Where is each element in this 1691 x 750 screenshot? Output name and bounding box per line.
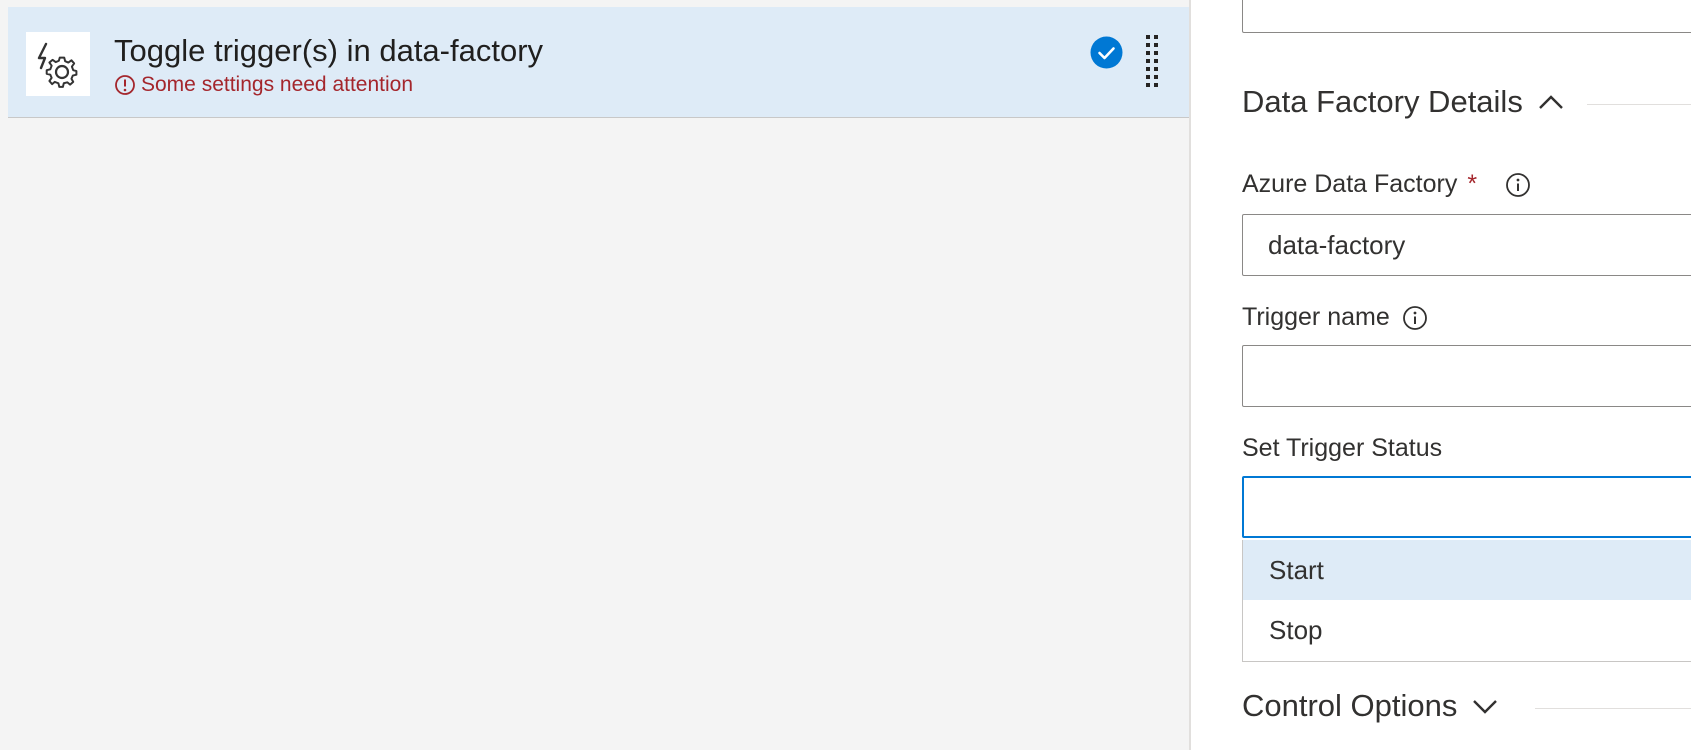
task-settings-panel: Data Factory Details Azure Data Factory … — [1191, 0, 1691, 750]
required-marker: * — [1467, 170, 1478, 198]
info-icon[interactable] — [1505, 172, 1531, 198]
control-options-header[interactable]: Control Options — [1242, 688, 1499, 724]
task-list-panel: Toggle trigger(s) in data-factory Some s… — [0, 0, 1190, 750]
trigger-status-label-text: Set Trigger Status — [1242, 434, 1443, 462]
check-circle-icon — [1090, 36, 1123, 69]
chevron-down-icon — [1473, 700, 1498, 714]
chevron-up-icon — [1538, 95, 1563, 109]
option-stop[interactable]: Stop — [1269, 614, 1323, 645]
lightning-gear-icon — [26, 32, 90, 96]
drag-handle-icon[interactable] — [1142, 33, 1164, 95]
trigger-name-label: Trigger name — [1242, 303, 1428, 332]
adf-label-text: Azure Data Factory — [1242, 170, 1458, 198]
panel-divider[interactable] — [1189, 0, 1191, 750]
error-circle-icon — [114, 74, 136, 96]
data-factory-details-header[interactable]: Data Factory Details — [1242, 84, 1565, 120]
trigger-name-input[interactable] — [1242, 345, 1691, 407]
section-divider — [1587, 104, 1691, 105]
task-title: Toggle trigger(s) in data-factory — [114, 33, 544, 68]
previous-field-input[interactable] — [1242, 0, 1691, 33]
section-title: Control Options — [1242, 688, 1458, 723]
trigger-name-label-text: Trigger name — [1242, 303, 1390, 331]
task-warning-text: Some settings need attention — [141, 73, 414, 96]
task-warning: Some settings need attention — [114, 73, 413, 97]
trigger-status-options: Start Stop — [1242, 540, 1691, 662]
adf-input[interactable]: data-factory — [1242, 214, 1691, 276]
adf-label: Azure Data Factory * — [1242, 170, 1531, 199]
task-item-toggle-triggers[interactable]: Toggle trigger(s) in data-factory Some s… — [8, 7, 1190, 118]
section-title: Data Factory Details — [1242, 84, 1523, 119]
option-start[interactable]: Start — [1243, 540, 1691, 600]
section-divider — [1535, 708, 1691, 709]
trigger-status-dropdown[interactable] — [1242, 476, 1691, 538]
adf-input-value: data-factory — [1268, 229, 1406, 260]
info-icon[interactable] — [1402, 305, 1428, 331]
trigger-status-label: Set Trigger Status — [1242, 434, 1442, 463]
